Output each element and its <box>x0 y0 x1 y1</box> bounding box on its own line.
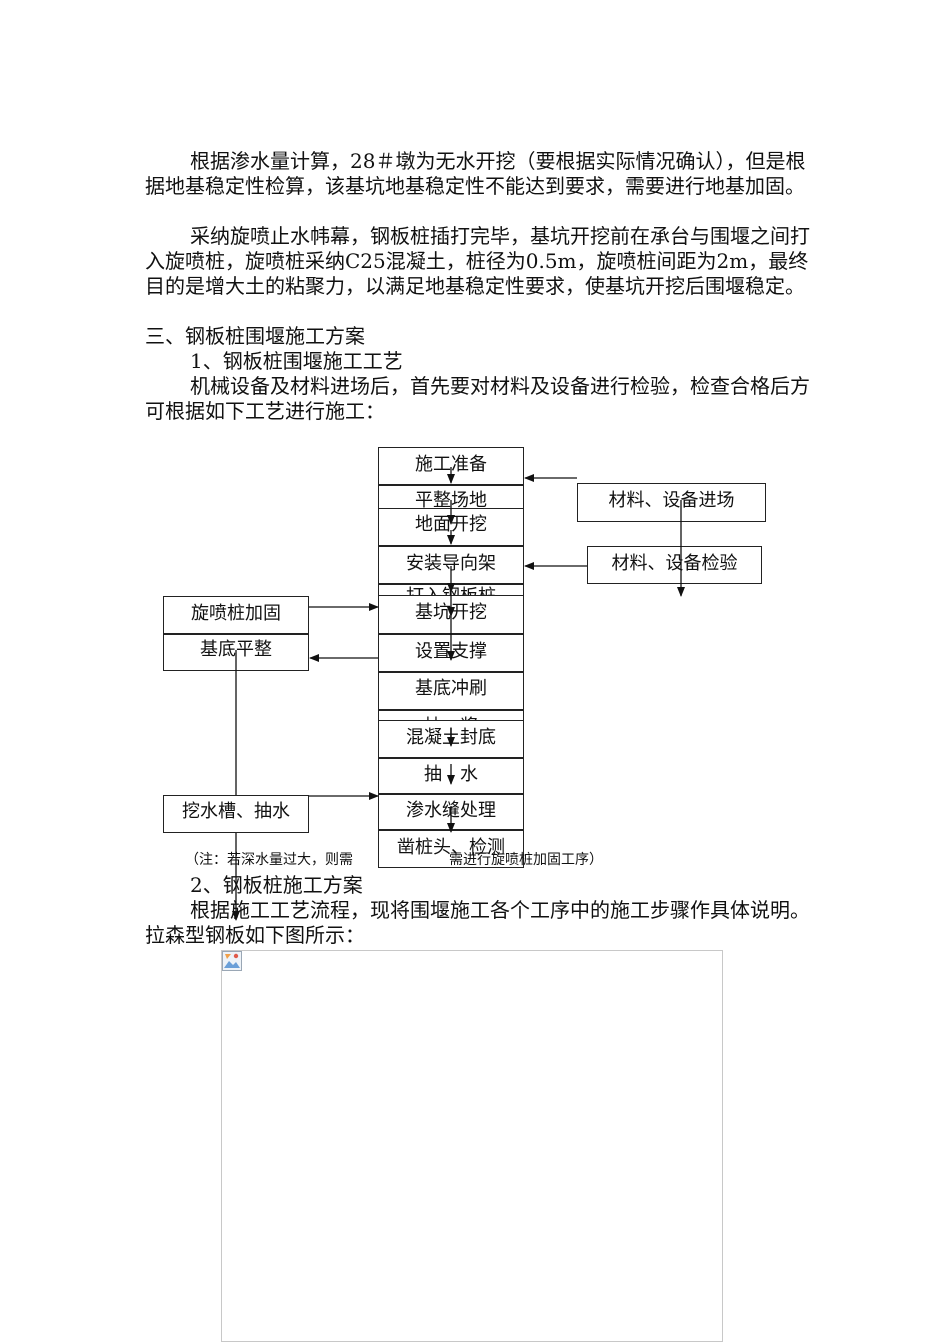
note-left-text: （注：若深水量过大，则需 <box>185 852 353 868</box>
steel-sheet-image-placeholder <box>221 950 723 1342</box>
flow-step-dewatering: 抽 水 <box>378 758 524 794</box>
section-heading: 三、钢板桩围堰施工方案 <box>145 324 365 348</box>
paragraph-jet-grouting: 采纳旋喷止水帏幕，钢板桩插打完毕，基坑开挖前在承台与围堰之间打入旋喷桩，旋喷桩采… <box>145 224 810 298</box>
flow-step-seepage-treatment: 渗水缝处理 <box>378 794 524 830</box>
flow-side-material-inspection: 材料、设备检验 <box>587 546 762 584</box>
flow-side-material-entry: 材料、设备进场 <box>577 483 766 522</box>
broken-image-icon <box>222 951 242 971</box>
flow-step-pit-excavation: 基坑开挖 <box>378 595 524 634</box>
flow-step-guide-frame: 安装导向架 <box>378 546 524 584</box>
flow-side-base-leveling: 基底平整 <box>163 634 309 671</box>
paragraph-materials: 机械设备及材料进场后，首先要对材料及设备进行检验，检查合格后方可根据如下工艺进行… <box>145 374 810 423</box>
flow-side-drain-trench: 挖水槽、抽水 <box>163 795 309 833</box>
flow-step-pile-head: 凿桩头、检测 <box>378 830 524 868</box>
sub-heading-process: 1、钢板桩围堰施工工艺 <box>190 349 403 373</box>
flow-step-bracing: 设置支撑 <box>378 634 524 672</box>
flow-step-preparation: 施工准备 <box>378 447 524 485</box>
paragraph-description: 根据施工工艺流程，现将围堰施工各个工序中的施工步骤作具体说明。拉森型钢板如下图所… <box>145 898 810 947</box>
flowchart-note: （注：若深水量过大，则需 需进行旋喷桩加固工序） <box>185 849 603 869</box>
paragraph-seepage: 根据渗水量计算，28＃墩为无水开挖（要根据实际情况确认），但是根据地基稳定性检算… <box>145 149 806 198</box>
flow-side-jet-grouting: 旋喷桩加固 <box>163 596 309 634</box>
note-right-text: 需进行旋喷桩加固工序） <box>449 852 603 868</box>
flow-step-concrete-seal: 混凝土封底 <box>378 720 524 758</box>
sub-heading-plan: 2、钢板桩施工方案 <box>190 873 363 897</box>
flow-step-flushing: 基底冲刷 <box>378 672 524 710</box>
flow-step-excavation: 地面开挖 <box>378 508 524 546</box>
